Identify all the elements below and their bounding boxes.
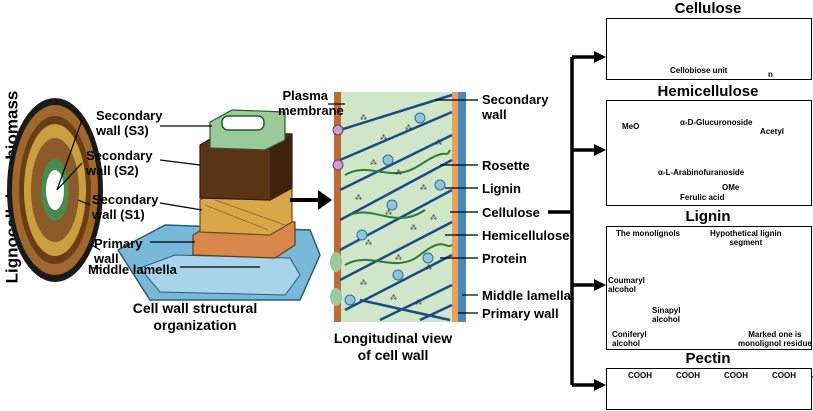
cellulose-n-label: n xyxy=(768,70,773,79)
svg-text:⁂: ⁂ xyxy=(385,209,392,217)
svg-text:⁂: ⁂ xyxy=(355,194,362,202)
pectin-cooh-3: COOH xyxy=(724,371,748,380)
wall-block xyxy=(116,109,321,301)
svg-text:⁂: ⁂ xyxy=(360,279,367,287)
middle-leaders xyxy=(328,99,478,314)
title-pectin: Pectin xyxy=(685,350,731,367)
label-lignin: Lignin xyxy=(482,181,521,196)
label-secondary-wall-s3: Secondary wall (S3) xyxy=(96,108,163,138)
pectin-cooh-4: COOH xyxy=(772,371,796,380)
panel-pectin xyxy=(606,368,812,410)
caption-cell-wall-organization: Cell wall structural organization xyxy=(132,300,258,333)
label-meo: MeO xyxy=(622,122,640,131)
svg-text:⁂: ⁂ xyxy=(405,124,412,132)
label-middle-lamella-left: Middle lamella xyxy=(88,262,177,277)
title-lignin: Lignin xyxy=(685,208,731,225)
label-ferulic-acid: Ferulic acid xyxy=(680,193,725,202)
svg-text:⁂: ⁂ xyxy=(360,114,367,122)
label-marked-residue: Marked one is monolignol residue xyxy=(738,330,812,348)
label-glucuronoside: α-D-Glucuronoside xyxy=(680,118,753,127)
svg-text:⁂: ⁂ xyxy=(395,169,402,177)
svg-text:⁂: ⁂ xyxy=(370,159,377,167)
title-hemicellulose: Hemicellulose xyxy=(657,83,759,100)
label-monolignols: The monolignols xyxy=(616,229,680,238)
svg-text:⁂: ⁂ xyxy=(430,214,437,222)
arrow-to-longitudinal xyxy=(290,190,332,210)
svg-text:⁂: ⁂ xyxy=(365,239,372,247)
branch-arrowheads xyxy=(594,51,606,391)
label-hypothetical-lignin: Hypothetical lignin segment xyxy=(710,229,782,247)
label-cellulose: Cellulose xyxy=(482,205,540,220)
label-acetyl: Acetyl xyxy=(760,127,785,136)
svg-text:⁂: ⁂ xyxy=(425,264,432,272)
svg-text:⁂: ⁂ xyxy=(380,134,387,142)
branch-arrows xyxy=(548,55,596,387)
cell-cross-section xyxy=(7,98,103,282)
label-coniferyl: Coniferyl alcohol xyxy=(612,330,647,348)
svg-text:⁂: ⁂ xyxy=(390,294,397,302)
label-plasma-membrane: Plasma membrane xyxy=(278,88,344,118)
caption-longitudinal-view: Longitudinal view of cell wall xyxy=(333,330,453,363)
svg-text:⁂: ⁂ xyxy=(410,224,417,232)
svg-text:⁂: ⁂ xyxy=(395,254,402,262)
panel-lignin xyxy=(606,226,812,350)
label-rosette: Rosette xyxy=(482,158,530,173)
panel-hemicellulose xyxy=(606,100,812,206)
label-sinapyl: Sinapyl alcohol xyxy=(652,306,681,324)
label-primary-wall-mid: Primary wall xyxy=(482,306,559,321)
svg-text:⁂: ⁂ xyxy=(420,184,427,192)
label-ome: OMe xyxy=(722,183,740,192)
svg-text:⁂: ⁂ xyxy=(415,299,422,307)
label-secondary-wall-s2: Secondary wall (S2) xyxy=(86,148,153,178)
label-secondary-wall: Secondary wall xyxy=(482,92,549,122)
panel-cellulose xyxy=(606,18,812,80)
label-secondary-wall-s1: Secondary wall (S1) xyxy=(92,192,159,222)
label-arabinofuranoside: α-L-Arabinofuranoside xyxy=(658,168,745,177)
label-protein: Protein xyxy=(482,251,527,266)
label-coumaryl: Coumaryl alcohol xyxy=(608,276,645,294)
cellobiose-unit-label: Cellobiose unit xyxy=(670,66,728,75)
pectin-cooh-2: COOH xyxy=(676,371,700,380)
label-primary-wall: Primary wall xyxy=(94,236,143,266)
title-cellulose: Cellulose xyxy=(674,0,742,17)
svg-text:⁂: ⁂ xyxy=(435,139,442,147)
label-middle-lamella: Middle lamella xyxy=(482,288,571,303)
pectin-cooh-1: COOH xyxy=(628,371,652,380)
label-hemicellulose: Hemicellulose xyxy=(482,228,570,243)
left-leaders xyxy=(56,119,260,269)
longitudinal-view: ⁂ ⁂ ⁂ ⁂ ⁂ ⁂ ⁂ ⁂ ⁂ ⁂ ⁂ ⁂ ⁂ ⁂ ⁂ ⁂ ⁂ xyxy=(330,92,466,322)
